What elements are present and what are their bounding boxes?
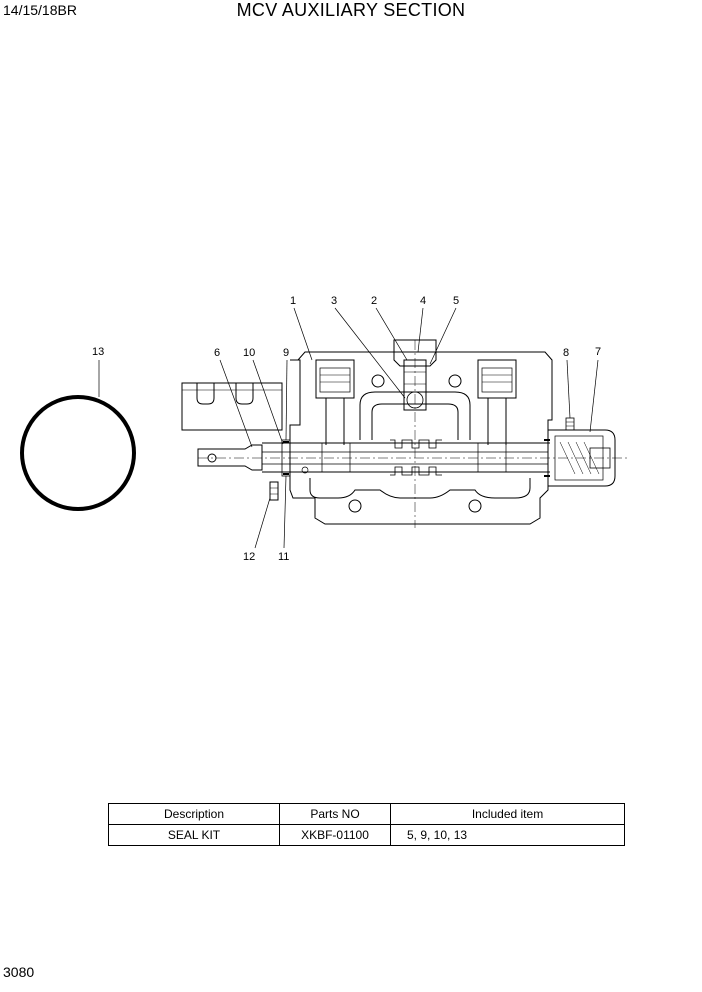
- spring-cap: [547, 429, 616, 487]
- header-parts-no: Parts NO: [279, 803, 391, 825]
- model-label: 14/15/18BR: [3, 2, 77, 18]
- callout-4: 4: [420, 295, 426, 307]
- bracket: [181, 382, 283, 431]
- callout-3: 3: [331, 295, 337, 307]
- page-number: 3080: [3, 964, 35, 980]
- callout-8: 8: [563, 347, 569, 359]
- o-ring-13: [20, 395, 136, 511]
- callout-7: 7: [595, 346, 601, 358]
- table-header-row: Description Parts NO Included item: [108, 803, 625, 825]
- callout-6: 6: [214, 347, 220, 359]
- callout-11: 11: [278, 551, 289, 563]
- callout-1: 1: [290, 295, 296, 307]
- callout-10: 10: [243, 347, 255, 359]
- valve-body: [289, 351, 553, 525]
- callout-labels: 1 2 3 4 5 6 7 8 9 10 11 12 13: [92, 295, 601, 563]
- cell-parts-no: XKBF-01100: [279, 824, 391, 846]
- callout-12: 12: [243, 551, 255, 563]
- page-title: MCV AUXILIARY SECTION: [236, 0, 466, 20]
- callout-13: 13: [92, 346, 104, 358]
- spool: [197, 444, 263, 471]
- header-included-item: Included item: [390, 803, 625, 825]
- header-description: Description: [108, 803, 280, 825]
- callout-9: 9: [283, 347, 289, 359]
- callout-5: 5: [453, 295, 459, 307]
- cell-included-item: 5, 9, 10, 13: [390, 824, 625, 846]
- parts-table: Description Parts NO Included item SEAL …: [108, 803, 625, 846]
- callout-2: 2: [371, 295, 377, 307]
- cell-description: SEAL KIT: [108, 824, 280, 846]
- table-row: SEAL KIT XKBF-01100 5, 9, 10, 13: [108, 824, 625, 846]
